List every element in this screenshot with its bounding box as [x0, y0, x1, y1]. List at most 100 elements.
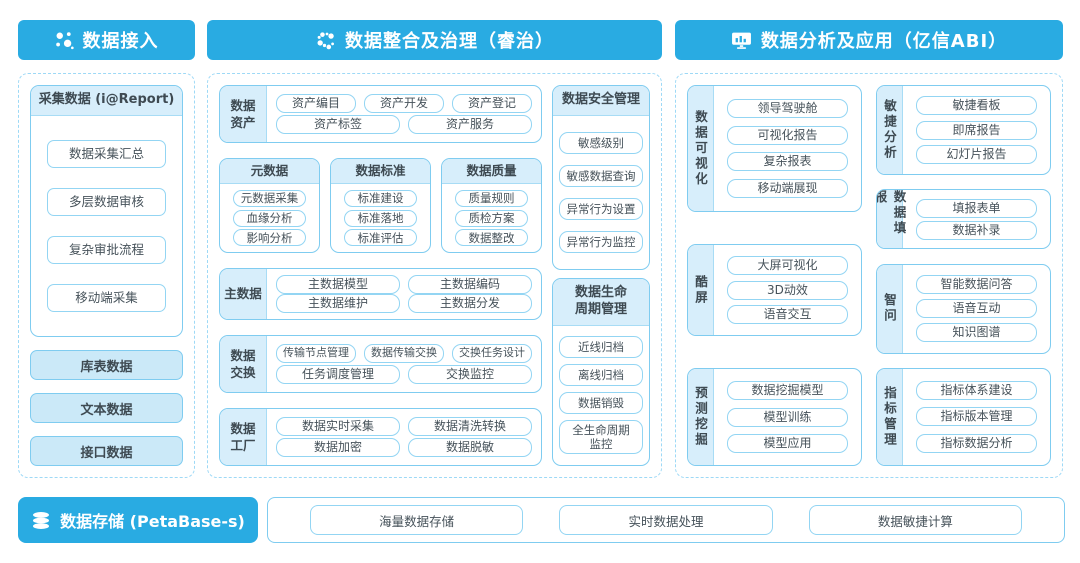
header-data-analysis: 数据分析及应用（亿信ABI） — [675, 20, 1063, 60]
data-quality-title: 数据质量 — [442, 159, 541, 185]
collect-item: 移动端采集 — [47, 283, 166, 312]
master-data-label: 主数据 — [220, 269, 267, 319]
data-standard-item: 标准评估 — [344, 229, 417, 247]
metadata-item: 元数据采集 — [233, 189, 306, 207]
data-filling-item: 数据补录 — [916, 220, 1037, 240]
storage-label: 数据存储 (PetaBase-s) — [60, 512, 245, 531]
data-visualization-label: 数据可视化 — [688, 86, 714, 211]
master-data-box: 主数据 主数据模型 主数据编码 主数据维护 主数据分发 — [219, 268, 542, 320]
governance-panel: 数据 资产 资产编目 资产开发 资产登记 资产标签 资产服务 — [207, 73, 662, 478]
agile-analysis-label: 敏捷分析 — [877, 86, 903, 174]
section-data-governance: 数据整合及治理（睿治） 数据 资产 资产编目 资产开发 资产登记 资产标签 — [207, 20, 662, 478]
asset-item: 资产开发 — [364, 93, 444, 113]
lifecycle-item: 数据销毁 — [559, 391, 643, 414]
agile-analysis-item: 即席报告 — [916, 120, 1037, 140]
storage-item-mass: 海量数据存储 — [309, 505, 524, 535]
data-exchange-box: 数据 交换 传输节点管理 数据传输交换 交换任务设计 任务调度管理 交换监控 — [219, 335, 542, 393]
data-factory-label: 数据 工厂 — [220, 409, 267, 465]
analysis-col-a: 数据可视化 领导驾驶舱 可视化报告 复杂报表 移动端展现 酷屏 大屏可视化 3D… — [687, 85, 862, 466]
metadata-item: 血缘分析 — [233, 209, 306, 227]
security-item: 敏感数据查询 — [559, 164, 643, 187]
smart-ask-item: 知识图谱 — [916, 323, 1037, 343]
collect-data-items: 数据采集汇总 多层数据审核 复杂审批流程 移动端采集 — [31, 116, 182, 336]
metadata-title: 元数据 — [220, 159, 319, 185]
master-data-item: 主数据分发 — [408, 294, 532, 314]
monitor-chart-icon — [731, 31, 752, 50]
factory-item: 数据脱敏 — [408, 438, 532, 458]
exchange-item: 交换监控 — [408, 365, 532, 385]
database-icon — [31, 511, 51, 530]
data-filling-label: 数据填报 — [877, 190, 907, 249]
metric-management-label: 指标管理 — [877, 368, 903, 465]
data-quality-item: 质量规则 — [455, 189, 528, 207]
header-label: 数据接入 — [82, 31, 159, 52]
source-item-text-data: 文本数据 — [30, 393, 183, 423]
source-item-api-data: 接口数据 — [30, 436, 183, 466]
visualization-item: 复杂报表 — [727, 152, 848, 172]
factory-item: 数据清洗转换 — [408, 416, 532, 436]
exchange-item: 交换任务设计 — [452, 343, 532, 363]
agile-analysis-item: 敏捷看板 — [916, 96, 1037, 116]
source-item-table-data: 库表数据 — [30, 350, 183, 380]
data-quality-item: 数据整改 — [455, 229, 528, 247]
header-label: 数据分析及应用（亿信ABI） — [760, 31, 1008, 52]
data-security-title: 数据安全管理 — [553, 86, 649, 116]
data-asset-box: 数据 资产 资产编目 资产开发 资产登记 资产标签 资产服务 — [219, 85, 542, 143]
data-lifecycle-title: 数据生命 周期管理 — [553, 279, 649, 326]
storage-item-agile: 数据敏捷计算 — [808, 505, 1023, 535]
master-data-item: 主数据模型 — [276, 274, 400, 294]
security-item: 敏感级别 — [559, 131, 643, 154]
data-filling-item: 填报表单 — [916, 198, 1037, 218]
master-data-item: 主数据维护 — [276, 294, 400, 314]
header-data-ingest: 数据接入 — [18, 20, 195, 60]
factory-item: 数据实时采集 — [276, 416, 400, 436]
asset-item: 资产编目 — [276, 93, 356, 113]
data-quality-item: 质检方案 — [455, 209, 528, 227]
section-data-ingest: 数据接入 采集数据 (i@Report) 数据采集汇总 多层数据审核 复杂审批流… — [18, 20, 195, 478]
metric-item: 指标数据分析 — [916, 433, 1037, 453]
security-item: 异常行为监控 — [559, 230, 643, 253]
agile-analysis-box: 敏捷分析 敏捷看板 即席报告 幻灯片报告 — [876, 85, 1051, 175]
data-filling-box: 数据填报 填报表单 数据补录 — [876, 189, 1051, 250]
asset-item: 资产登记 — [452, 93, 532, 113]
visualization-item: 移动端展现 — [727, 179, 848, 199]
governance-main: 数据 资产 资产编目 资产开发 资产登记 资产标签 资产服务 — [219, 85, 542, 466]
predictive-mining-item: 模型应用 — [727, 433, 848, 453]
data-security-box: 数据安全管理 敏感级别 敏感数据查询 异常行为设置 异常行为监控 — [552, 85, 650, 270]
exchange-item: 传输节点管理 — [276, 343, 356, 363]
collect-data-box: 采集数据 (i@Report) 数据采集汇总 多层数据审核 复杂审批流程 移动端… — [30, 85, 183, 337]
data-asset-label: 数据 资产 — [220, 86, 267, 142]
metric-item: 指标体系建设 — [916, 381, 1037, 401]
exchange-item: 数据传输交换 — [364, 343, 444, 363]
predictive-mining-box: 预测挖掘 数据挖掘模型 模型训练 模型应用 — [687, 368, 862, 466]
collect-item: 多层数据审核 — [47, 187, 166, 216]
data-quality-box: 数据质量 质量规则 质检方案 数据整改 — [441, 158, 542, 253]
governance-groups-row: 元数据 元数据采集 血缘分析 影响分析 数据标准 标准建设 标准落地 标准评估 — [219, 158, 542, 253]
smart-ask-label: 智问 — [877, 264, 903, 353]
smart-ask-item: 语音互动 — [916, 299, 1037, 319]
master-data-item: 主数据编码 — [408, 274, 532, 294]
metric-management-box: 指标管理 指标体系建设 指标版本管理 指标数据分析 — [876, 367, 1051, 466]
section-data-storage: 数据存储 (PetaBase-s) 海量数据存储 实时数据处理 数据敏捷计算 — [18, 497, 1065, 543]
visualization-item: 可视化报告 — [727, 125, 848, 145]
analysis-col-b: 敏捷分析 敏捷看板 即席报告 幻灯片报告 数据填报 填报表单 数据补录 智问 — [876, 85, 1051, 466]
metric-item: 指标版本管理 — [916, 407, 1037, 427]
metadata-item: 影响分析 — [233, 229, 306, 247]
smart-ask-box: 智问 智能数据问答 语音互动 知识图谱 — [876, 263, 1051, 354]
security-item: 异常行为设置 — [559, 197, 643, 220]
data-standard-box: 数据标准 标准建设 标准落地 标准评估 — [330, 158, 431, 253]
header-data-governance: 数据整合及治理（睿治） — [207, 20, 662, 60]
visualization-item: 领导驾驶舱 — [727, 98, 848, 118]
asset-item: 资产标签 — [276, 115, 400, 135]
agile-analysis-item: 幻灯片报告 — [916, 144, 1037, 164]
collect-data-title: 采集数据 (i@Report) — [31, 86, 182, 116]
cool-screen-label: 酷屏 — [688, 245, 714, 335]
data-lifecycle-box: 数据生命 周期管理 近线归档 离线归档 数据销毁 全生命周期 监控 — [552, 278, 650, 466]
collect-item: 复杂审批流程 — [47, 235, 166, 264]
header-label: 数据整合及治理（睿治） — [345, 31, 554, 52]
exchange-item: 任务调度管理 — [276, 365, 400, 385]
network-dots-icon — [55, 31, 74, 50]
data-standard-item: 标准落地 — [344, 209, 417, 227]
predictive-mining-label: 预测挖掘 — [688, 369, 714, 465]
cool-screen-item: 3D动效 — [727, 280, 848, 300]
